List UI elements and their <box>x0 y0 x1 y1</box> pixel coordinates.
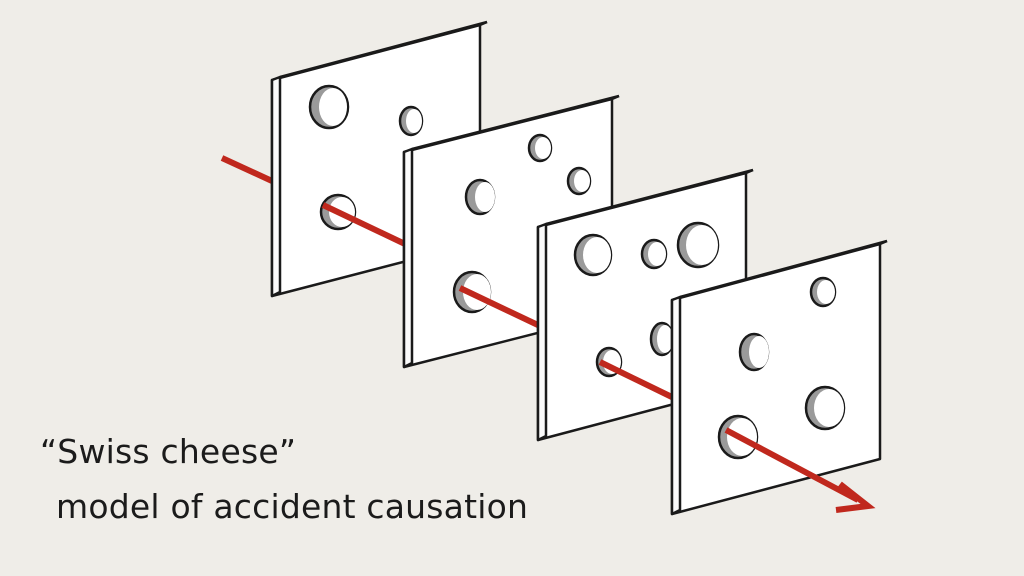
cheese-slice-4 <box>670 239 888 516</box>
hole-3c <box>676 221 720 269</box>
caption-line-2: model of accident causation <box>56 487 529 526</box>
arrow-segment-2 <box>321 202 407 247</box>
hole-3d <box>649 321 675 357</box>
hole-2a <box>527 133 553 163</box>
hole-3b <box>640 238 668 270</box>
arrow-segment-4 <box>598 359 680 403</box>
hole-1b <box>398 105 424 137</box>
hole-4b <box>738 332 770 372</box>
hole-3a <box>573 233 613 277</box>
arrow-segment-final <box>724 427 860 503</box>
hole-1a <box>308 84 350 130</box>
hole-4a <box>809 276 837 308</box>
caption-line-1: “Swiss cheese” <box>40 432 297 471</box>
arrow-segment-1 <box>220 155 274 184</box>
arrowhead-icon <box>835 481 876 513</box>
hole-2b <box>566 166 592 196</box>
hole-4c <box>804 385 846 431</box>
arrow-segment-3 <box>458 285 542 329</box>
hole-2c <box>464 178 496 216</box>
